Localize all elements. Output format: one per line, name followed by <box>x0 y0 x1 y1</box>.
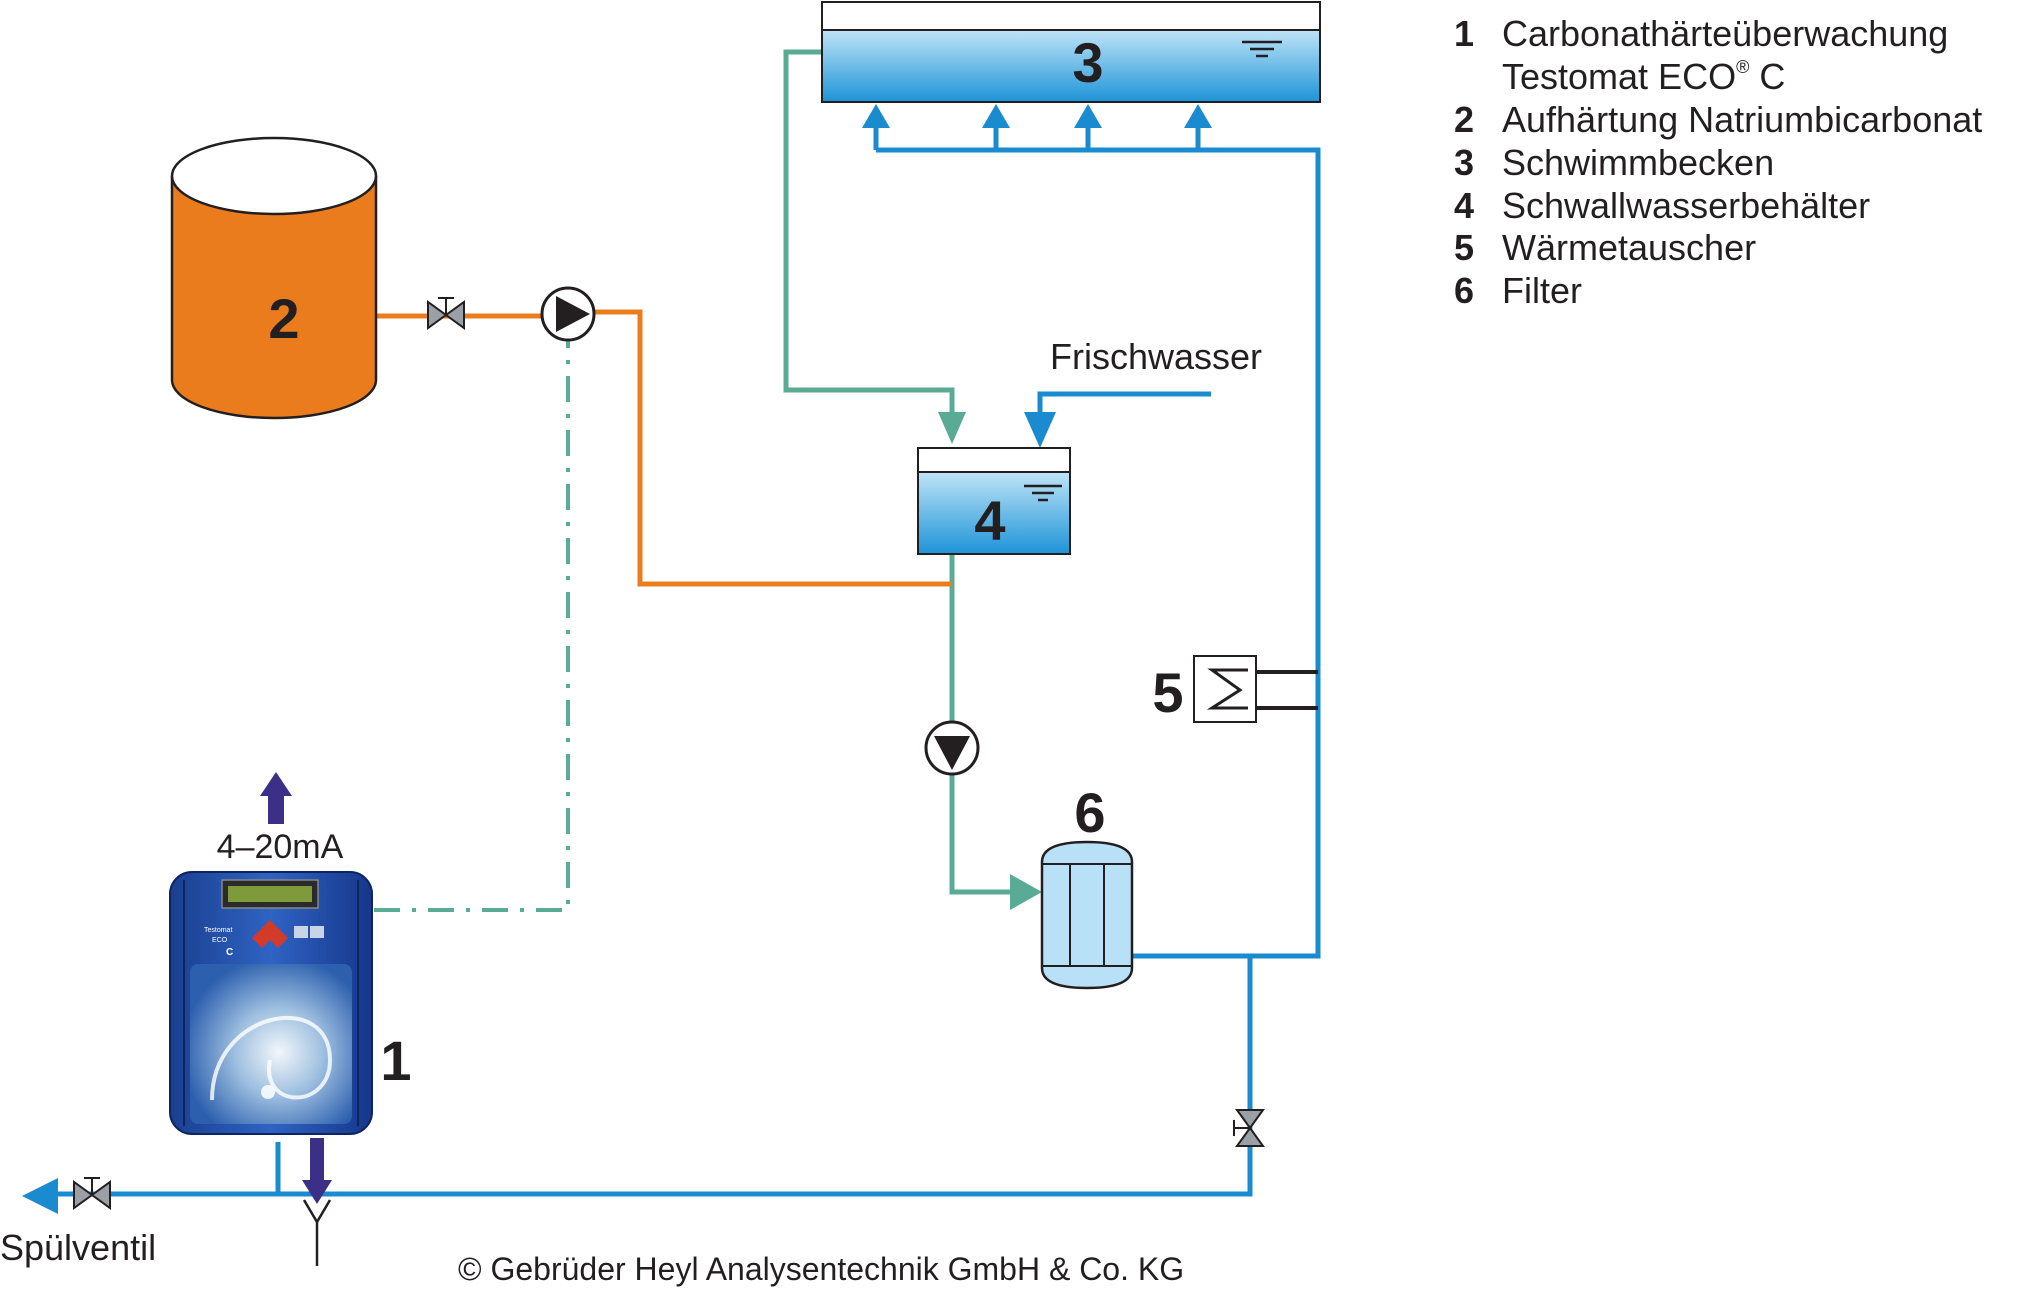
legend-number-1: 1 <box>1454 13 1474 54</box>
label-analyser-number: 1 <box>380 1029 411 1092</box>
drain-arrow-down-icon <box>302 1180 332 1204</box>
flow-arrows <box>22 104 1212 1214</box>
dosing-pump-icon <box>540 286 596 342</box>
swimming-pool: 3 <box>821 1 1321 103</box>
drain-arrow-shaft <box>310 1138 324 1182</box>
legend-number-3: 3 <box>1454 142 1474 183</box>
label-dosing-tank-number: 2 <box>268 287 299 350</box>
pipe-surge-tank-to-filter <box>949 548 1012 895</box>
pipe-fresh-water <box>1037 391 1211 412</box>
legend: 1 Carbonathärteüberwachung Testomat ECO®… <box>1454 13 1982 311</box>
water-level-icon <box>1242 40 1282 58</box>
device-brand: Testomat <box>204 927 232 934</box>
surge-tank: 4 <box>917 447 1071 555</box>
arrow-up-icon <box>1074 104 1102 128</box>
legend-text-3: Schwimmbecken <box>1502 142 1774 183</box>
circulation-pump-icon <box>924 720 980 776</box>
device-model: ECO <box>212 937 228 944</box>
legend-number-4: 4 <box>1454 185 1474 226</box>
pipe-dosing-line-2 <box>594 309 952 587</box>
water-level-icon <box>1024 484 1062 502</box>
dosing-tank: 2 <box>170 136 378 420</box>
copyright: © Gebrüder Heyl Analysentechnik GmbH & C… <box>458 1251 1184 1287</box>
legend-text-4: Schwallwasserbehälter <box>1502 185 1870 226</box>
arrow-down-icon <box>938 412 966 444</box>
arrow-down-icon <box>1024 412 1056 448</box>
legend-text-1: Carbonathärteüberwachung <box>1502 13 1948 54</box>
legend-number-5: 5 <box>1454 227 1474 268</box>
arrow-up-icon <box>982 104 1010 128</box>
pipe-pool-to-surge-tank <box>783 49 955 412</box>
signal-arrow-shaft <box>268 794 284 824</box>
legend-number-6: 6 <box>1454 270 1474 311</box>
legend-text-2: Aufhärtung Natriumbicarbonat <box>1502 99 1982 140</box>
label-pool-number: 3 <box>1072 31 1103 94</box>
heyl-logo-icon <box>261 1085 275 1099</box>
dosing-valve-icon <box>427 297 465 330</box>
label-heat-exchanger-number: 5 <box>1152 661 1183 724</box>
flush-valve-icon <box>73 1177 111 1210</box>
control-signal-line <box>374 338 570 912</box>
keypad-icon <box>252 920 324 948</box>
label-signal-output: 4–20mA <box>217 828 344 866</box>
pipes <box>42 49 1321 1197</box>
arrow-up-icon <box>1184 104 1212 128</box>
signal-arrow-up-icon <box>260 772 292 796</box>
device-variant: C <box>226 947 233 958</box>
legend-text-1-device: Testomat ECO® C <box>1502 56 1785 97</box>
arrow-right-icon <box>1010 874 1042 910</box>
sample-valve-icon <box>1233 1109 1265 1147</box>
testomat-analyser: Testomat ECO C 1 <box>169 871 412 1135</box>
label-surge-tank-number: 4 <box>974 489 1005 552</box>
label-filter-number: 6 <box>1074 781 1105 844</box>
heat-exchanger: 5 <box>1152 655 1257 724</box>
filter: 6 <box>1040 781 1134 990</box>
legend-number-2: 2 <box>1454 99 1474 140</box>
label-flush-valve: Spülventil <box>0 1227 156 1268</box>
arrow-up-icon <box>862 104 890 128</box>
legend-text-6: Filter <box>1502 270 1582 311</box>
arrow-left-icon <box>22 1178 58 1214</box>
label-fresh-water: Frischwasser <box>1050 336 1262 377</box>
pipe-sample-line <box>42 958 1253 1197</box>
pipe-filter-to-pool <box>876 147 1321 959</box>
drain-icon <box>302 1199 332 1266</box>
legend-text-5: Wärmetauscher <box>1502 227 1756 268</box>
